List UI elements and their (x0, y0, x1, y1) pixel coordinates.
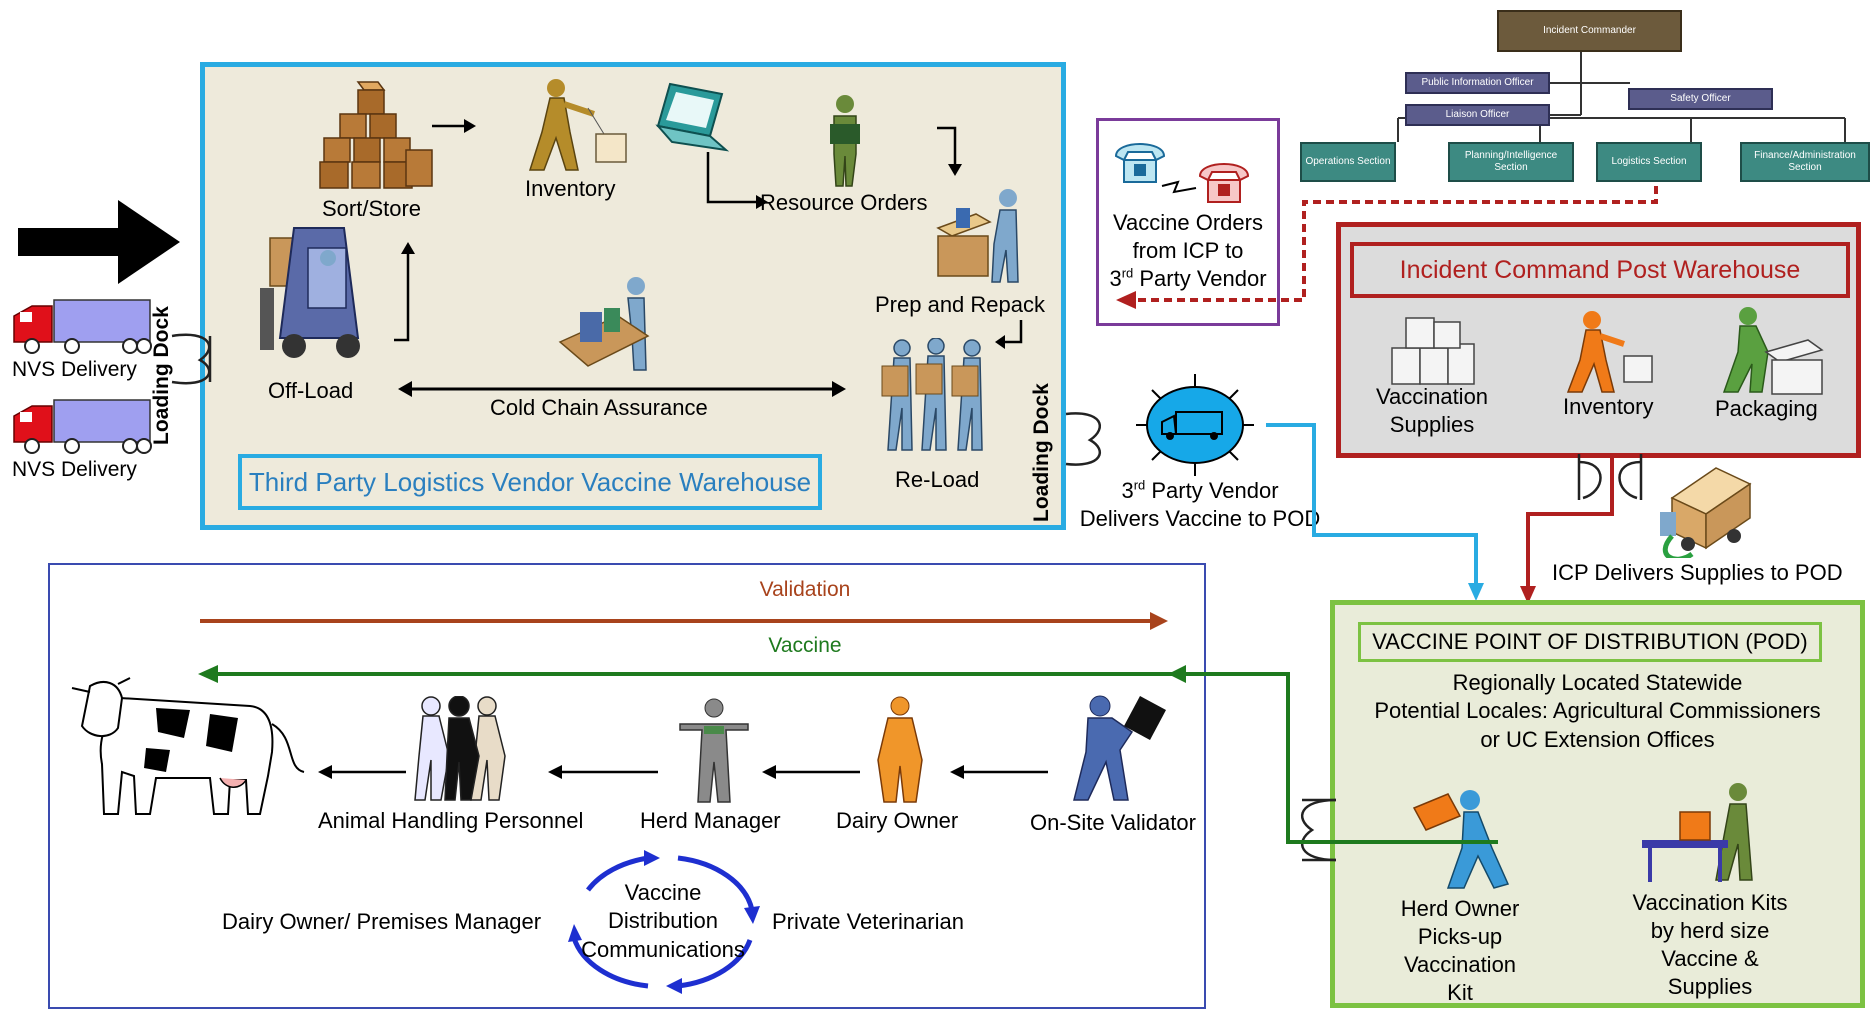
packaging-label: Packaging (1715, 396, 1818, 421)
org-liaison-officer: Liaison Officer (1405, 104, 1550, 126)
animal-handling-label: Animal Handling Personnel (318, 808, 584, 833)
herd-manager-icon (679, 698, 749, 803)
loading-dock-right-icon (1065, 412, 1102, 466)
pod-line2: Potential Locales: Agricultural Commissi… (1374, 698, 1821, 723)
loading-dock-left-icon (171, 333, 212, 385)
arrow-to-prep (937, 126, 962, 176)
validation-label: Validation (759, 578, 851, 601)
pod-line3: or UC Extension Offices (1480, 727, 1715, 752)
worker-green-icon (830, 95, 860, 187)
pod-line1: Regionally Located Statewide (1452, 670, 1743, 695)
org-public-information-officer: Public Information Officer (1405, 72, 1550, 94)
arrow-to-cow (318, 765, 406, 779)
vaccine-orders-line1: Vaccine Orders (1113, 210, 1263, 235)
vaccine-label: Vaccine (768, 634, 842, 657)
cold-chain-label: Cold Chain Assurance (490, 395, 708, 420)
validation-arrow (200, 612, 1168, 630)
packaging-person-icon (1722, 307, 1824, 395)
arrow-to-dairy-owner (950, 765, 1048, 779)
reload-workers-icon (881, 338, 983, 451)
pod-box (1330, 600, 1865, 1008)
org-finance-section: Finance/Administration Section (1740, 142, 1870, 182)
icp-warehouse-title: Incident Command Post Warehouse (1350, 242, 1850, 298)
org-operations-section: Operations Section (1300, 142, 1396, 182)
org-safety-officer: Safety Officer (1628, 88, 1773, 110)
supply-truck-icon (1660, 467, 1752, 558)
on-site-validator-icon (1073, 695, 1166, 801)
off-load-label: Off-Load (268, 378, 354, 403)
resource-orders-label: Resource Orders (760, 190, 928, 215)
forklift-icon (260, 227, 360, 358)
inventory-orange-person-icon (1566, 311, 1653, 393)
repack-worker-icon (936, 189, 1019, 283)
vendor-delivers-line2: Delivers Vaccine to POD (1079, 506, 1321, 531)
org-logistics-section: Logistics Section (1596, 142, 1702, 182)
re-load-label: Re-Load (895, 467, 980, 492)
cow-icon (71, 677, 305, 815)
icp-dock-door-icon (1577, 454, 1643, 500)
herd-owner-line3: Vaccination (1403, 952, 1517, 977)
kits-line3: Vaccine & (1661, 946, 1759, 971)
dairy-owner-icon (877, 696, 923, 803)
vendor-delivery-truck-icon (1136, 374, 1254, 476)
herd-owner-line4: Kit (1447, 980, 1473, 1005)
inbound-arrow (18, 200, 180, 284)
herd-manager-label: Herd Manager (640, 808, 781, 833)
dairy-owner-label: Dairy Owner (836, 808, 959, 833)
laptop-icon (655, 82, 730, 152)
arrow-prep-to-reload (995, 320, 1023, 349)
truck-icon (13, 399, 152, 454)
animal-handlers-icon (414, 696, 506, 801)
private-vet-label: Private Veterinarian (772, 909, 964, 934)
vaccine-orders-line3: 3rd Party Vendor (1109, 265, 1267, 291)
pod-title: VACCINE POINT OF DISTRIBUTION (POD) (1358, 622, 1822, 662)
inventory-label: Inventory (525, 176, 616, 201)
comm-line3: Communications (581, 937, 745, 962)
truck-icon (13, 299, 152, 354)
order-dashed-line (1116, 186, 1658, 309)
vaccination-supplies-line1: Vaccination (1375, 384, 1489, 409)
kits-line4: Supplies (1667, 974, 1753, 999)
vendor-warehouse-title: Third Party Logistics Vendor Vaccine War… (238, 454, 822, 510)
herd-owner-line1: Herd Owner (1400, 896, 1520, 921)
herd-owner-line2: Picks-up (1417, 924, 1503, 949)
nvs-delivery-label-1: NVS Delivery (12, 358, 137, 381)
comm-line2: Distribution (607, 908, 719, 933)
herd-owner-icon (1412, 790, 1510, 889)
telephone-icon (1114, 143, 1250, 203)
on-site-validator-label: On-Site Validator (1030, 810, 1196, 835)
arrow-to-herd-manager (762, 765, 860, 779)
icp-inventory-label: Inventory (1563, 394, 1654, 419)
prep-repack-label: Prep and Repack (875, 292, 1045, 317)
cold-chain-arrow (398, 381, 846, 397)
comm-line1: Vaccine (624, 880, 702, 905)
kit-table-worker-icon (1642, 783, 1753, 882)
arrow-offload-to-sort (394, 242, 415, 342)
vaccination-supplies-line2: Supplies (1389, 412, 1475, 437)
kits-line1: Vaccination Kits (1632, 890, 1788, 915)
sort-store-label: Sort/Store (322, 196, 422, 221)
boxes-icon (319, 81, 433, 189)
icp-delivers-label: ICP Delivers Supplies to POD (1552, 560, 1843, 585)
pod-dock-door-icon (1300, 798, 1337, 862)
loading-dock-left-label: Loading Dock (150, 306, 173, 445)
org-planning-section: Planning/Intelligence Section (1448, 142, 1574, 182)
vaccine-flow-arrow (198, 665, 1498, 844)
supply-boxes-icon (1391, 317, 1475, 385)
inventory-person-icon (528, 79, 627, 171)
vaccine-orders-line2: from ICP to (1132, 238, 1244, 263)
nvs-delivery-label-2: NVS Delivery (12, 458, 137, 481)
communications-cycle (568, 850, 760, 994)
kits-line2: by herd size (1650, 918, 1770, 943)
vendor-delivers-line1: 3rd Party Vendor (1121, 477, 1279, 503)
arrow-to-handlers (548, 765, 658, 779)
loading-dock-right-label: Loading Dock (1030, 383, 1053, 522)
arrow-sort-to-inventory (432, 119, 476, 133)
vendor-to-pod-arrow (1266, 423, 1484, 601)
org-incident-commander: Incident Commander (1497, 10, 1682, 52)
cold-chain-worker-icon (558, 277, 650, 371)
icp-to-pod-arrow (1520, 454, 1614, 604)
arrow-laptop-to-resource-orders (706, 152, 768, 209)
premises-manager-label: Dairy Owner/ Premises Manager (222, 909, 542, 934)
